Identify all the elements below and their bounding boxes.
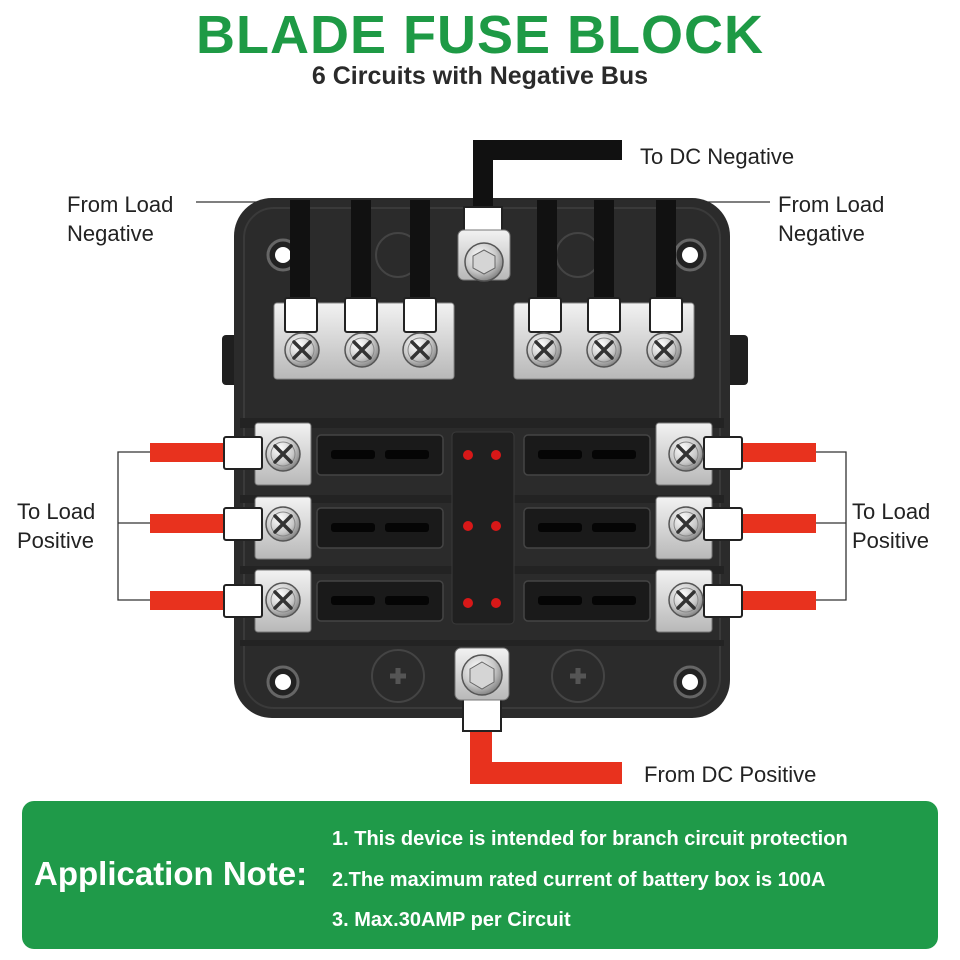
- fuse-block-diagram: [117, 140, 847, 784]
- load-negative-wires: [290, 200, 676, 310]
- label-to-load-positive-left: To Load Positive: [17, 499, 96, 553]
- label-to-load-positive-right: To Load Positive: [852, 499, 931, 553]
- page-subtitle: 6 Circuits with Negative Bus: [311, 62, 649, 90]
- label-from-dc-positive: From DC Positive: [644, 762, 817, 787]
- application-note-box: Application Note: 1. This device is inte…: [22, 801, 938, 949]
- label-to-dc-negative: To DC Negative: [640, 144, 795, 169]
- application-note-heading: Application Note:: [34, 855, 308, 892]
- application-note-line-1: 1. This device is intended for branch ci…: [332, 828, 848, 850]
- load-negative-lugs: [284, 297, 683, 333]
- label-from-load-negative-right: From Load Negative: [778, 192, 885, 246]
- leader-lines: [117, 201, 847, 601]
- label-from-load-negative-left: From Load Negative: [67, 192, 174, 246]
- load-positive-wires: [150, 443, 816, 610]
- load-positive-lugs: [223, 436, 743, 618]
- page-title: BLADE FUSE BLOCK: [196, 5, 764, 65]
- dc-negative-wire: [457, 140, 622, 282]
- application-note-line-3: 3. Max.30AMP per Circuit: [332, 909, 571, 931]
- application-note-line-2: 2.The maximum rated current of battery b…: [332, 869, 826, 891]
- led-indicators: [451, 431, 515, 625]
- dc-positive-wire: [454, 647, 622, 784]
